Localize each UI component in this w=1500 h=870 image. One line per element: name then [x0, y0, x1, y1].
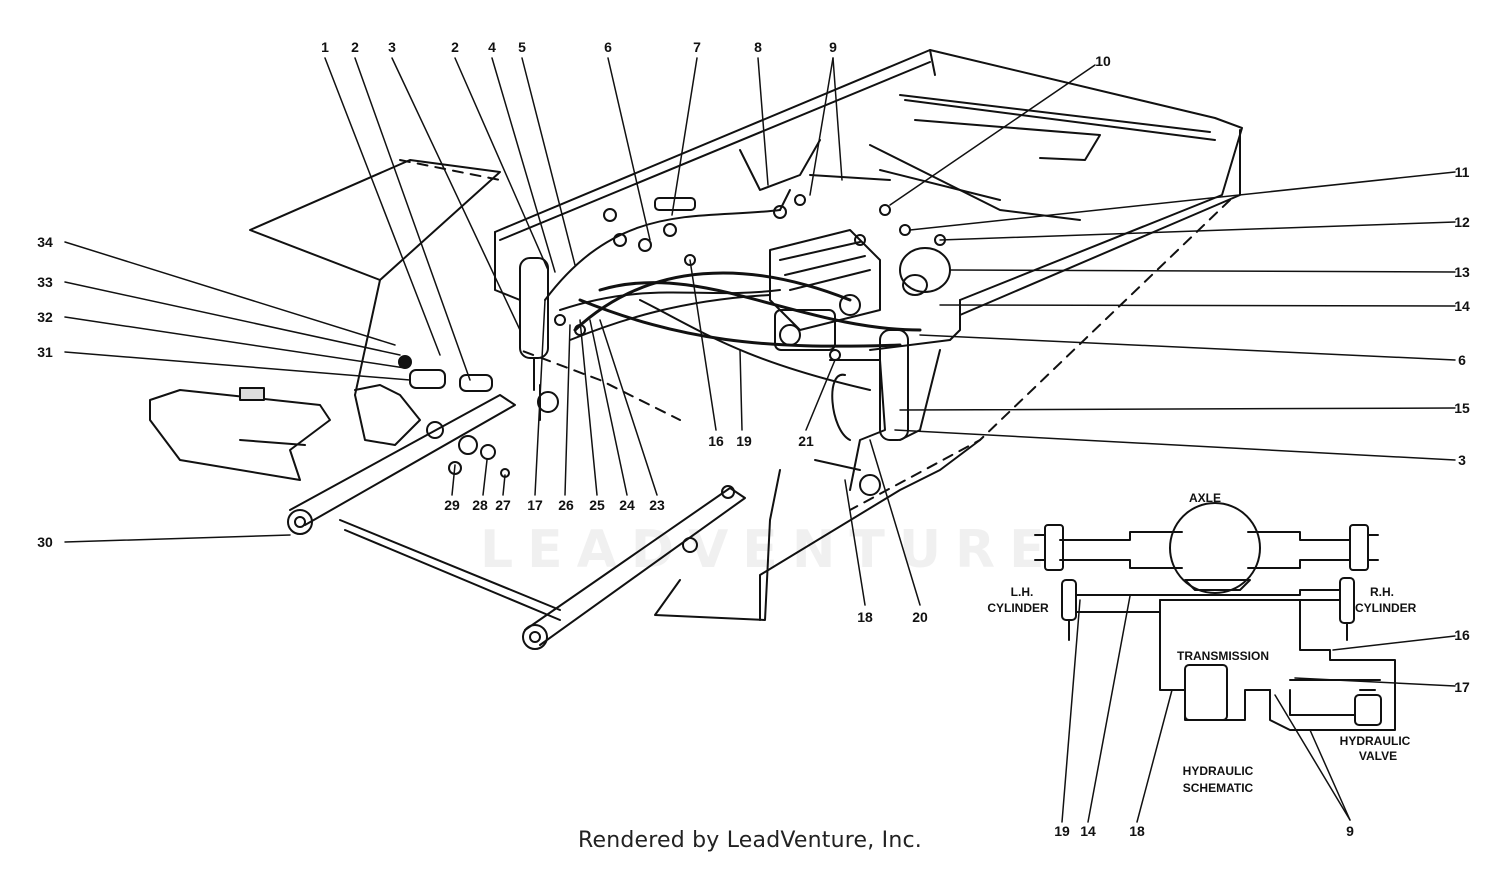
callout-3-right: 3: [1458, 452, 1466, 468]
callout-30: 30: [37, 534, 53, 550]
callout-2: 2: [351, 39, 359, 55]
hydraulic-components: [519, 174, 951, 496]
schematic-callout-16: 16: [1454, 627, 1470, 643]
lh-cylinder-label-2: CYLINDER: [987, 601, 1049, 615]
callout-26: 26: [558, 497, 574, 513]
hydraulic-schematic: [1034, 502, 1456, 823]
callout-5: 5: [518, 39, 526, 55]
callout-labels: 1 2 3 2 4 5 6 7 8 9 10 11 12 13 14 6 15 …: [37, 39, 1470, 625]
transmission-label: TRANSMISSION: [1177, 649, 1269, 663]
schematic-callout-17: 17: [1454, 679, 1470, 695]
callout-8: 8: [754, 39, 762, 55]
callout-32: 32: [37, 309, 53, 325]
callout-12: 12: [1454, 214, 1470, 230]
callout-2b: 2: [451, 39, 459, 55]
rh-cylinder-label-2: CYLINDER: [1355, 601, 1417, 615]
hydraulic-schematic-label-2: SCHEMATIC: [1183, 781, 1254, 795]
axle-label: AXLE: [1189, 491, 1221, 505]
callout-28: 28: [472, 497, 488, 513]
callout-29: 29: [444, 497, 460, 513]
callout-3: 3: [388, 39, 396, 55]
callout-6-right: 6: [1458, 352, 1466, 368]
schematic-callout-14: 14: [1080, 823, 1096, 839]
callout-33: 33: [37, 274, 53, 290]
lift-arm-assembly: [287, 355, 746, 650]
callout-10: 10: [1095, 53, 1111, 69]
lh-cylinder-label-1: L.H.: [1011, 585, 1034, 599]
callout-14: 14: [1454, 298, 1470, 314]
callout-1: 1: [321, 39, 329, 55]
callout-27: 27: [495, 497, 511, 513]
callout-20: 20: [912, 609, 928, 625]
schematic-labels: AXLE L.H. CYLINDER R.H. CYLINDER TRANSMI…: [987, 491, 1470, 839]
hydraulic-valve-label-1: HYDRAULIC: [1340, 734, 1411, 748]
callout-7: 7: [693, 39, 701, 55]
schematic-callout-18: 18: [1129, 823, 1145, 839]
callout-18: 18: [857, 609, 873, 625]
leader-lines: [64, 57, 1456, 606]
hydraulic-valve-label-2: VALVE: [1359, 749, 1397, 763]
callout-19: 19: [736, 433, 752, 449]
callout-25: 25: [589, 497, 605, 513]
callout-13: 13: [1454, 264, 1470, 280]
schematic-callout-9: 9: [1346, 823, 1354, 839]
callout-21: 21: [798, 433, 814, 449]
footer-credit: Rendered by LeadVenture, Inc.: [578, 828, 922, 853]
watermark: LEADVENTURE: [480, 520, 1059, 580]
hydraulic-schematic-label-1: HYDRAULIC: [1183, 764, 1254, 778]
callout-16: 16: [708, 433, 724, 449]
callout-23: 23: [649, 497, 665, 513]
rh-cylinder-label-1: R.H.: [1370, 585, 1394, 599]
callout-9: 9: [829, 39, 837, 55]
callout-24: 24: [619, 497, 635, 513]
callout-15: 15: [1454, 400, 1470, 416]
callout-11: 11: [1455, 164, 1470, 180]
schematic-callout-19: 19: [1054, 823, 1070, 839]
callout-17: 17: [527, 497, 543, 513]
callout-6: 6: [604, 39, 612, 55]
callout-34: 34: [37, 234, 53, 250]
callout-31: 31: [37, 344, 53, 360]
callout-4: 4: [488, 39, 496, 55]
